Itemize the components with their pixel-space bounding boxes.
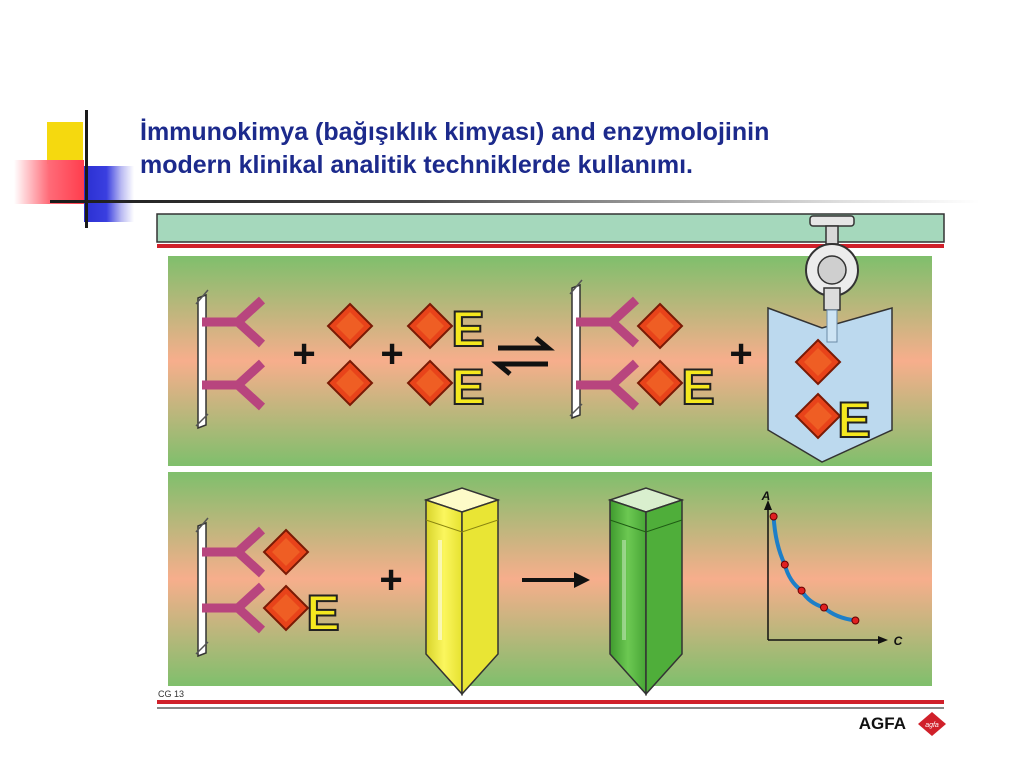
enzyme-label-2: E bbox=[451, 359, 484, 415]
enzyme-label-1: E bbox=[451, 301, 484, 357]
graph-points bbox=[769, 512, 860, 625]
calibration-graph: A C bbox=[761, 489, 903, 648]
graph-point-4 bbox=[820, 603, 828, 612]
figure-code: CG 13 bbox=[158, 689, 184, 699]
graph-x-axis-label: C bbox=[894, 634, 903, 648]
plus-sign-4: + bbox=[379, 558, 402, 602]
plus-sign-1: + bbox=[292, 332, 315, 376]
agfa-logo-mark: agfa bbox=[925, 722, 939, 729]
agfa-logo-text: AGFA bbox=[859, 714, 906, 733]
graph-point-5 bbox=[851, 616, 860, 625]
yellow-substrate-cuvette bbox=[423, 487, 501, 696]
top-red-rule bbox=[157, 244, 944, 248]
enzyme-label-5: E bbox=[306, 585, 339, 641]
agfa-logo: AGFA agfa bbox=[859, 712, 946, 736]
faucet-icon bbox=[805, 215, 859, 343]
solid-phase-plate-2 bbox=[569, 279, 583, 419]
corner-yellow-square bbox=[47, 122, 83, 164]
bottom-red-rule bbox=[157, 700, 944, 704]
graph-point-3 bbox=[797, 586, 806, 595]
corner-blue-square bbox=[84, 166, 134, 222]
plus-sign-3: + bbox=[729, 332, 752, 376]
corner-vertical-line bbox=[85, 110, 88, 228]
agfa-logo-diamond bbox=[918, 712, 946, 736]
solid-phase-plate-1 bbox=[195, 289, 209, 429]
slide-title: İmmunokimya (bağışıklık kimyası) and enz… bbox=[140, 116, 1000, 182]
wash-container bbox=[767, 306, 893, 463]
graph-y-axis-label: A bbox=[761, 489, 771, 503]
green-product-cuvette bbox=[607, 487, 685, 696]
enzyme-label-4: E bbox=[837, 392, 870, 448]
corner-red-square bbox=[14, 160, 84, 204]
slide-title-line-1: İmmunokimya (bağışıklık kimyası) and enz… bbox=[140, 118, 770, 146]
equilibrium-arrows bbox=[491, 336, 555, 376]
enzyme-label-3: E bbox=[681, 359, 714, 415]
reaction-arrow bbox=[522, 572, 590, 588]
graph-point-1 bbox=[769, 512, 778, 521]
solid-phase-plate-3 bbox=[195, 517, 209, 657]
graph-point-2 bbox=[780, 560, 789, 569]
corner-horizontal-line bbox=[50, 200, 980, 203]
slide-title-line-2: modern klinikal analitik techniklerde ku… bbox=[140, 151, 693, 179]
plus-sign-2: + bbox=[380, 332, 403, 376]
bottom-gray-rule bbox=[157, 707, 944, 709]
